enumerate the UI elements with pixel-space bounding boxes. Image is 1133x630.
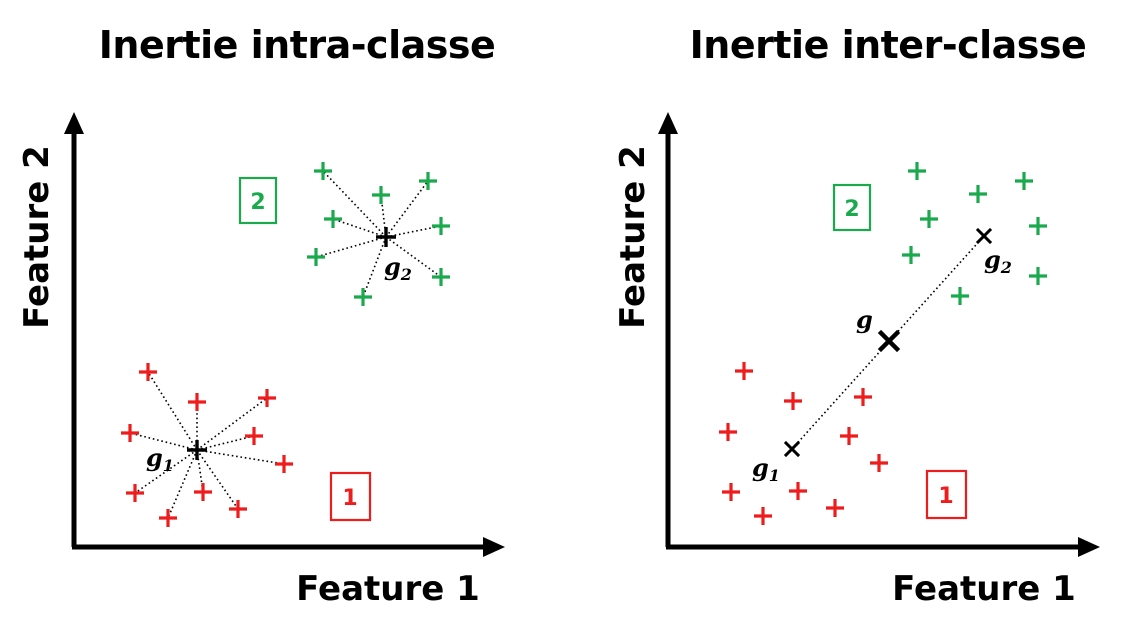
x-axis-label-inter: Feature 1 bbox=[892, 569, 1076, 609]
class-1-point bbox=[719, 423, 737, 441]
class-2-point bbox=[324, 210, 342, 228]
panel-title-inter: Inertie inter-classe bbox=[690, 23, 1087, 67]
class-1-point bbox=[735, 362, 753, 380]
centroid-1-label-intra: g1 bbox=[146, 443, 174, 475]
distance-line bbox=[385, 180, 429, 238]
class-2-point bbox=[920, 210, 938, 228]
class-box-2-intra: 2 bbox=[238, 176, 278, 225]
class-box-1-intra: 1 bbox=[329, 471, 372, 522]
class-box-1-inter: 1 bbox=[925, 469, 968, 520]
class-1-point bbox=[826, 499, 844, 517]
y-axis-arrow-intra bbox=[64, 112, 84, 134]
distance-line bbox=[196, 449, 285, 465]
class-2-point bbox=[969, 185, 987, 203]
centroid-1-mark-inter bbox=[783, 440, 801, 458]
class-2-point bbox=[432, 217, 450, 235]
x-axis-arrow-inter bbox=[1078, 537, 1100, 557]
class-1-point bbox=[121, 424, 139, 442]
class-box-1-label: 1 bbox=[342, 486, 357, 511]
y-axis-label-intra: Feature 2 bbox=[17, 145, 57, 329]
class-1-point bbox=[194, 483, 212, 501]
class-2-point bbox=[314, 162, 332, 180]
distance-line bbox=[322, 170, 387, 238]
class-box-2-label: 2 bbox=[250, 190, 265, 215]
class-2-point bbox=[951, 287, 969, 305]
class-1-point bbox=[275, 455, 293, 473]
class-2-point bbox=[372, 186, 390, 204]
class-2-point bbox=[307, 248, 325, 266]
class-1-point bbox=[840, 427, 858, 445]
centroid-2-label-intra: g2 bbox=[384, 252, 412, 284]
class-1-point bbox=[245, 427, 263, 445]
centroid-2-label-inter: g2 bbox=[984, 245, 1012, 277]
class-2-point bbox=[432, 268, 450, 286]
class-2-point bbox=[1029, 267, 1047, 285]
panel-inter-classe: Inertie inter-classe Feature 1 Feature 2… bbox=[613, 23, 1100, 609]
class-1-point bbox=[159, 509, 177, 527]
class-2-point bbox=[908, 162, 926, 180]
distance-line bbox=[385, 225, 442, 238]
global-centroid-label: g bbox=[856, 305, 873, 334]
class-2-point bbox=[1015, 172, 1033, 190]
inter-points bbox=[719, 162, 1047, 525]
distance-line bbox=[362, 236, 387, 298]
class-1-point bbox=[789, 482, 807, 500]
centroid-1-mark-intra bbox=[187, 440, 207, 460]
x-axis-arrow-intra bbox=[483, 537, 505, 557]
class-2-point bbox=[1029, 217, 1047, 235]
centroid-2-mark-inter bbox=[975, 227, 993, 245]
class-1-point bbox=[139, 363, 157, 381]
distance-line bbox=[196, 397, 268, 451]
inter-centroid-line bbox=[791, 235, 985, 450]
class-1-point bbox=[854, 388, 872, 406]
class-1-point bbox=[870, 454, 888, 472]
class-2-point bbox=[419, 172, 437, 190]
centroid-1-label-inter: g1 bbox=[752, 453, 780, 485]
class-1-point bbox=[784, 392, 802, 410]
intra-points bbox=[121, 162, 450, 527]
y-axis-arrow-inter bbox=[658, 112, 678, 134]
class-1-point bbox=[754, 507, 772, 525]
distance-line bbox=[129, 432, 198, 451]
class-box-2-label: 2 bbox=[844, 197, 859, 222]
class-box-2-inter: 2 bbox=[832, 183, 872, 232]
x-axis-label-intra: Feature 1 bbox=[296, 569, 480, 609]
class-box-1-label: 1 bbox=[938, 484, 953, 509]
class-2-point bbox=[354, 288, 372, 306]
distance-line bbox=[167, 449, 198, 519]
class-2-point bbox=[902, 246, 920, 264]
global-centroid-mark bbox=[877, 329, 901, 353]
centroid-2-mark-intra bbox=[376, 227, 396, 247]
distance-line bbox=[332, 218, 387, 238]
distance-line bbox=[196, 449, 239, 510]
distance-line bbox=[134, 449, 198, 494]
panel-title-intra: Inertie intra-classe bbox=[99, 23, 496, 67]
panel-intra-classe: Inertie intra-classe Feature 1 Feature 2… bbox=[17, 23, 505, 609]
class-1-point bbox=[126, 484, 144, 502]
distance-line bbox=[147, 371, 198, 451]
distance-line bbox=[315, 236, 387, 258]
y-axis-label-inter: Feature 2 bbox=[613, 145, 653, 329]
class-1-point bbox=[188, 393, 206, 411]
class-1-point bbox=[229, 500, 247, 518]
class-1-point bbox=[722, 483, 740, 501]
class-1-point bbox=[258, 389, 276, 407]
distance-line bbox=[196, 435, 255, 451]
